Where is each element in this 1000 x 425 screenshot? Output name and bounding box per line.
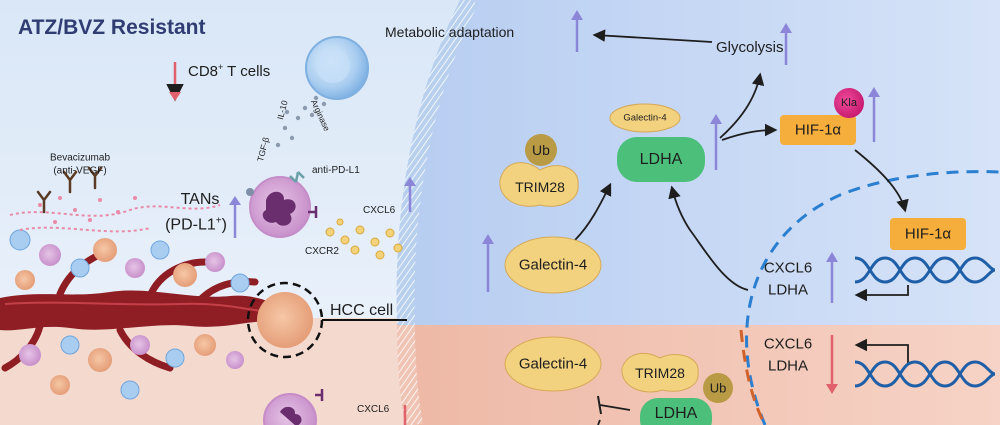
pd-l1-open: (PD-L1 [165,216,216,234]
hcc-cell-label: HCC cell [330,302,394,319]
nucleus-envelope-lower [739,329,767,425]
fibers [9,204,221,233]
anti-pd-l1-antibody-icon [289,171,305,183]
ldha-up-label: LDHA [767,281,809,299]
pd-l1-receptor [246,188,254,196]
bevacizumab-antibody-icon [36,166,103,214]
trim28-top-shape [499,162,579,207]
dna-lower-icon [854,360,996,388]
cd8-suffix-text: T cells [223,63,271,80]
cxcl6-top-label: CXCL6 [363,205,396,216]
galectin4-bottom-shape [504,336,602,392]
inhibit-bar [597,395,602,415]
galectin4-top-label: Galectin-4 [518,256,588,274]
ub-top-shape [525,134,557,166]
ldha-top-shape [617,137,705,182]
cxcr2-receptor-icon [308,206,318,218]
ub-bottom-shape [703,373,733,403]
cd8-t-cells-label: CD8+ T cells [188,62,270,80]
cxcl6-up-label: CXCL6 [763,259,813,277]
cell-membrane-lower [397,324,423,425]
cxcl6-particles [325,218,403,260]
ub-top-label: Ub [532,142,550,158]
galectin4-small-label: Galectin-4 [623,112,667,124]
hif-top-label: HIF-1α [794,121,842,139]
ldha-down-label: LDHA [767,357,809,375]
cxcl6-ldha-down-arrowhead [826,384,838,394]
inhibit-tail [597,419,601,425]
page-title: ATZ/BVZ Resistant [18,16,206,39]
ldha-bottom-shape [640,398,712,425]
up-arrows [486,14,876,303]
ldha-bottom-label: LDHA [654,405,698,422]
hcc-cell [257,292,313,348]
dna-upper-icon [854,256,996,284]
cxcl6-bottom-label: CXCL6 [357,404,390,415]
kla-label: Kla [841,97,857,109]
tan-lower-nucleus [280,407,302,425]
vessel-highlight [4,301,281,315]
t-cell-nucleus [316,49,350,83]
galectin4-top-shape [504,236,602,294]
anti-vegf-label: (anti-VEGF) [53,165,107,177]
hif-nucleus-label: HIF-1α [904,225,952,243]
cell-membrane-upper [396,0,479,326]
inhibit-line [599,404,631,411]
cd8-down-arrowhead [169,92,181,101]
vegf-dots [38,196,137,224]
cd8-text: CD8 [188,63,219,80]
blood-vessel [0,290,285,331]
up-arrowheads [482,10,880,262]
glycolysis-label: Glycolysis [716,39,784,56]
cytokine-dots [275,95,327,148]
kla-shape [834,88,864,118]
trim28-bottom-label: TRIM28 [635,365,685,381]
pd-l1-label: (PD-L1+) [165,215,227,234]
cxcr2-lower-icon [315,389,324,401]
nucleus-envelope-upper [745,170,1000,425]
hif-top-shape [780,115,856,145]
cxcl6-top-up-arrowhead [404,177,416,186]
cxcr2-label: CXCR2 [305,246,339,257]
ldha-top-label: LDHA [639,151,683,168]
bevacizumab-label: Bevacizumab [49,152,111,164]
hif-nucleus-shape [890,218,966,250]
pd-l1-sup: + [215,215,222,227]
cd8-superscript: + [218,62,224,72]
tans-up-arrowhead [229,196,241,205]
tans-label: TANs [180,191,220,208]
galectin4-bottom-label: Galectin-4 [518,355,588,373]
tissue-cells [9,229,250,400]
trim28-bottom-shape [621,352,699,393]
trim28-top-label: TRIM28 [515,179,565,195]
tan-nucleus [262,191,296,226]
metabolic-adaptation-label: Metabolic adaptation [385,24,515,40]
ub-bottom-label: Ub [709,380,727,396]
galectin4-small-shape [609,103,681,133]
pathway-arrows [574,29,909,365]
pd-l1-close: ) [221,216,227,234]
cxcl6-down-label: CXCL6 [763,335,813,353]
anti-pd-l1-label: anti-PD-L1 [312,165,360,176]
